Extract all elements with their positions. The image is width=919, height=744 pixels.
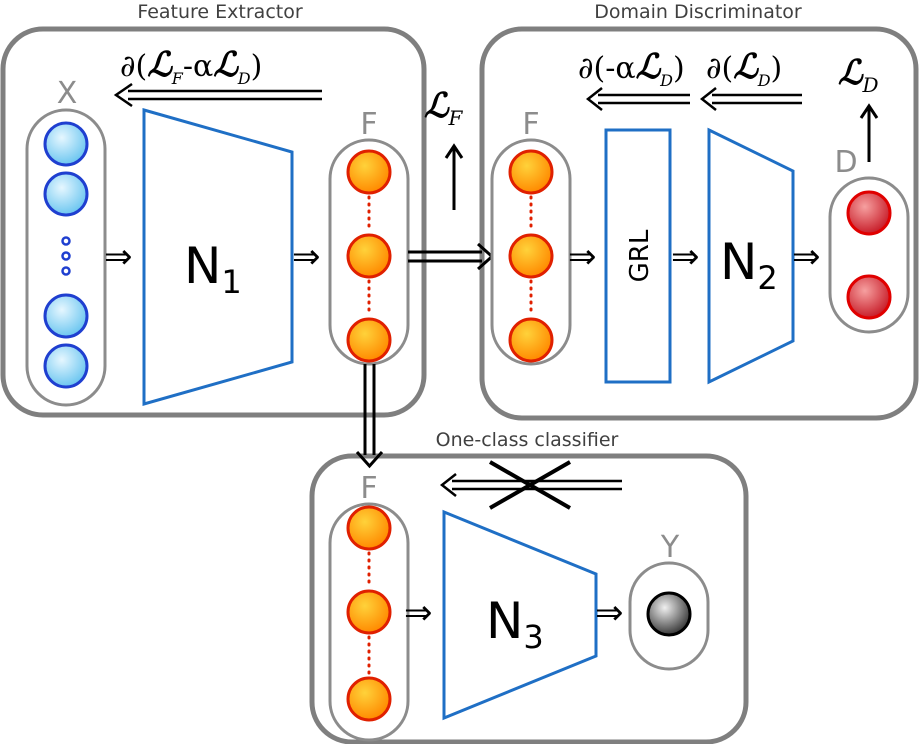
disc-gradient-label: ∂(ℒD) — [706, 47, 782, 90]
n1-network-label: N1 — [184, 237, 242, 301]
input-ellipsis-dot — [61, 266, 71, 276]
disc-feature-node — [508, 149, 554, 195]
output-layer-label: Y — [660, 530, 680, 565]
feature-gradient-arrow — [113, 82, 322, 108]
feature-to-classifier-arrow — [355, 364, 384, 469]
domain-discriminator-panel — [479, 26, 919, 421]
one-class-classifier-title: One-class classifier — [436, 429, 619, 451]
grl-block — [604, 128, 672, 384]
forward-arrow-x-to-n1: ⇒ — [104, 237, 133, 277]
forward-arrow-n2-to-d: ⇒ — [792, 237, 821, 277]
n1-network-trapezoid — [142, 108, 294, 406]
lf-up-arrow — [444, 143, 464, 210]
input-ellipsis-dot — [61, 236, 71, 246]
domain-node — [846, 274, 892, 320]
input-node — [43, 121, 89, 167]
disc-feature-node — [508, 233, 554, 279]
input-node — [43, 171, 89, 217]
input-ellipsis-dot — [61, 251, 71, 261]
disc-gradient-arrow — [699, 87, 802, 111]
ld-up-arrow — [859, 103, 879, 162]
ld-loss-label: ℒD — [838, 53, 879, 97]
grl-gradient-arrow — [585, 87, 690, 111]
domain-discriminator-title: Domain Discriminator — [594, 1, 802, 23]
feature-node — [346, 233, 392, 279]
n3-network-label: N3 — [486, 592, 544, 656]
feature-layer-label: F — [360, 107, 377, 142]
domain-node — [846, 190, 892, 236]
disc-feature-layer-label: F — [522, 107, 539, 142]
input-node — [43, 293, 89, 339]
n2-network-trapezoid — [707, 127, 795, 385]
lf-loss-label: ℒF — [424, 86, 464, 130]
forward-arrow-f-to-grl: ⇒ — [568, 237, 597, 277]
forward-arrow-f-to-n3: ⇒ — [404, 593, 433, 633]
forward-arrow-grl-to-n2: ⇒ — [671, 237, 700, 277]
output-node — [646, 591, 692, 637]
feature-extractor-title: Feature Extractor — [137, 1, 303, 23]
oc-feature-layer-label: F — [360, 471, 377, 506]
oc-feature-node — [346, 589, 392, 635]
input-layer-label: X — [57, 76, 78, 111]
grl-gradient-label: ∂(-αℒD) — [578, 47, 685, 90]
input-node — [43, 343, 89, 389]
blocked-cross-icon — [489, 460, 571, 510]
feature-gradient-label: ∂(ℒF-αℒD) — [120, 45, 262, 88]
forward-arrow-n3-to-y: ⇒ — [595, 593, 624, 633]
n3-network-trapezoid — [442, 509, 598, 721]
feature-node — [346, 149, 392, 195]
oc-feature-node — [346, 676, 392, 722]
oc-feature-node — [346, 505, 392, 551]
n2-network-label: N2 — [720, 233, 778, 297]
grl-label: GRL — [625, 229, 655, 282]
disc-feature-node — [508, 317, 554, 363]
domain-layer-label: D — [834, 145, 857, 180]
forward-arrow-n1-to-f: ⇒ — [292, 237, 321, 277]
feature-node — [346, 317, 392, 363]
